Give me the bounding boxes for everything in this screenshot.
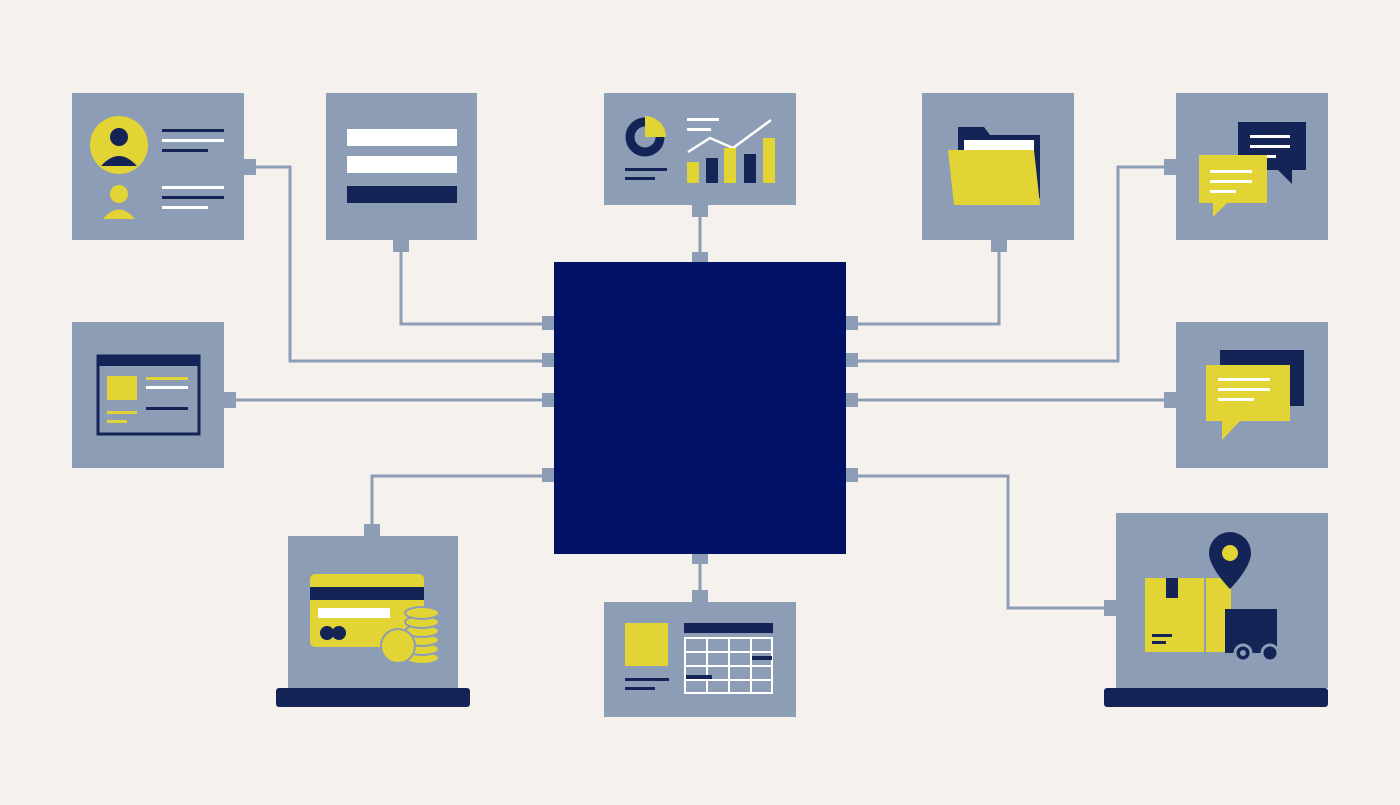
hub-ports [542,252,858,564]
module-analytics[interactable] [604,93,796,217]
connector-logistics [852,474,1110,610]
connector-forms [399,246,548,326]
module-messaging[interactable] [1164,93,1328,240]
connector-payments [370,474,548,530]
spreadsheet-table-icon [625,623,773,694]
form-fields-icon [347,129,457,203]
connector-files [852,246,1001,326]
module-contacts[interactable] [72,93,256,240]
credit-card-coins-icon [310,574,440,665]
central-hub [542,252,858,564]
connector-lines [230,165,1170,610]
folder-icon [948,127,1040,205]
module-payments[interactable] [276,524,470,707]
shipping-location-icon [1145,532,1280,663]
user-profiles-icon [90,116,224,219]
module-forms[interactable] [326,93,477,252]
module-web-content[interactable] [72,322,236,468]
browser-window-icon [96,354,201,436]
chart-dashboard-icon [625,116,775,183]
connector-messaging [852,165,1170,363]
module-logistics[interactable] [1104,513,1328,707]
speech-bubble-icon [1206,350,1304,440]
module-files[interactable] [922,93,1074,252]
module-scheduling[interactable] [604,590,796,717]
chat-bubbles-icon [1199,122,1306,217]
module-comments[interactable] [1164,322,1328,468]
connector-contacts [250,165,548,363]
